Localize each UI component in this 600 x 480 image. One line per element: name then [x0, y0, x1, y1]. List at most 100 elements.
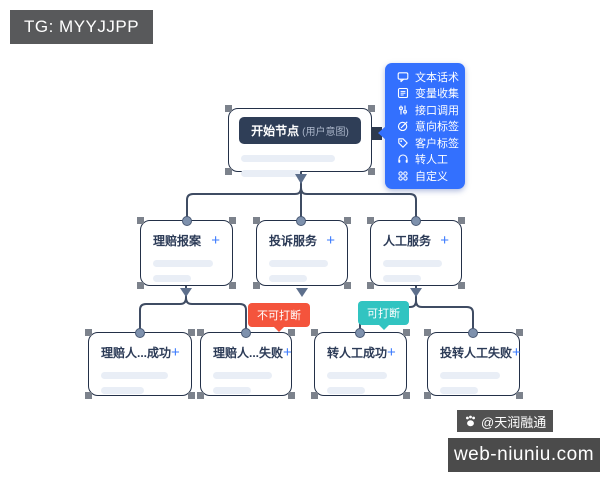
variable-collect-icon [397, 87, 409, 99]
selection-handle[interactable] [516, 392, 523, 399]
menu-item-customer-tag[interactable]: 客户标签 [385, 135, 465, 151]
start-node-header: 开始节点 (用户意图) [239, 117, 361, 144]
menu-item-label: 转人工 [415, 154, 448, 166]
menu-item-label: 文本话术 [415, 71, 459, 84]
selection-handle[interactable] [403, 392, 410, 399]
brand-logo-icon [466, 415, 475, 426]
menu-item-text-script[interactable]: 文本话术 [385, 69, 465, 85]
selection-handle[interactable] [368, 168, 375, 175]
intent-tag-icon [397, 121, 408, 132]
menu-item-intent-tag[interactable]: 意向标签 [385, 118, 465, 134]
skeleton-line [327, 372, 388, 379]
selection-handle[interactable] [188, 392, 195, 399]
port-arrow [296, 288, 308, 297]
add-child-button[interactable]: + [326, 232, 335, 249]
skeleton-line [327, 387, 366, 394]
leaf-node-transfer-fail[interactable]: 投转人工失败 + [424, 329, 523, 399]
node-title: 理赔报案 [153, 234, 202, 248]
menu-item-label: 变量收集 [415, 88, 459, 100]
speech-bubble-icon [397, 71, 409, 82]
menu-item-api-call[interactable]: 接口调用 [385, 102, 465, 118]
selection-handle[interactable] [288, 392, 295, 399]
menu-item-label: 接口调用 [415, 104, 459, 117]
menu-tail-pointer [378, 126, 386, 140]
node-title: 理赔人...成功 [101, 346, 172, 360]
node-title: 理赔人...失败 [213, 346, 284, 360]
add-child-button[interactable]: + [211, 232, 220, 249]
skeleton-line [383, 275, 421, 282]
menu-item-label: 客户标签 [415, 137, 459, 150]
skeleton-line [383, 260, 443, 267]
menu-item-variable-collect[interactable]: 变量收集 [385, 85, 465, 101]
intent-node-human-service[interactable]: 人工服务 + [367, 217, 465, 289]
brand-watermark-text: @天润融通 [481, 414, 547, 430]
selection-handle[interactable] [368, 105, 375, 112]
add-child-button[interactable]: + [171, 344, 180, 361]
selection-handle[interactable] [311, 329, 318, 336]
connector-line [139, 286, 187, 333]
node-type-menu: 文本话术 变量收集 接口调用 意向 [378, 63, 465, 189]
node-title: 转人工成功 [327, 346, 388, 360]
selection-handle[interactable] [225, 105, 232, 112]
skeleton-line [241, 170, 301, 177]
skeleton-line [213, 372, 273, 379]
custom-grid-icon [398, 170, 408, 181]
selection-handle[interactable] [424, 392, 431, 399]
menu-item-label: 意向标签 [415, 121, 459, 133]
add-child-button[interactable]: + [387, 344, 396, 361]
skeleton-line [440, 387, 479, 394]
selection-handle[interactable] [197, 392, 204, 399]
skeleton-line [241, 155, 335, 162]
badge-interruptible[interactable]: 可打断 [358, 301, 409, 330]
menu-anchor-stub [371, 127, 382, 140]
intent-node-complaint-service[interactable]: 投诉服务 + [253, 217, 351, 289]
connector-line [186, 172, 302, 221]
selection-handle[interactable] [253, 282, 260, 289]
menu-item-label: 自定义 [415, 170, 448, 183]
skeleton-line [101, 372, 169, 379]
start-node-title: 开始节点 [251, 124, 300, 138]
node-title: 投转人工失败 [440, 346, 513, 360]
selection-handle[interactable] [288, 329, 295, 336]
start-node-subtitle: (用户意图) [302, 127, 349, 138]
selection-handle[interactable] [311, 392, 318, 399]
selection-handle[interactable] [344, 282, 351, 289]
skeleton-line [269, 275, 307, 282]
selection-handle[interactable] [225, 168, 232, 175]
selection-handle[interactable] [85, 392, 92, 399]
selection-handle[interactable] [516, 329, 523, 336]
node-title: 投诉服务 [269, 234, 318, 248]
brand-watermark: @天润融通 [457, 410, 554, 432]
tg-watermark-label: TG: MYYJJPP [10, 10, 154, 44]
selection-handle[interactable] [367, 282, 374, 289]
skeleton-line [440, 372, 501, 379]
add-child-button[interactable]: + [283, 344, 292, 361]
selection-handle[interactable] [85, 329, 92, 336]
skeleton-line [153, 275, 192, 282]
add-child-button[interactable]: + [440, 232, 449, 249]
intent-node-claim-report[interactable]: 理赔报案 + [137, 217, 236, 289]
skeleton-line [101, 387, 144, 394]
api-sliders-icon [399, 105, 407, 114]
selection-handle[interactable] [458, 282, 465, 289]
selection-handle[interactable] [137, 217, 144, 224]
skeleton-line [213, 387, 251, 394]
skeleton-line [153, 260, 214, 267]
customer-tag-icon [398, 137, 408, 148]
menu-item-transfer-agent[interactable]: 转人工 [385, 151, 465, 167]
port-arrow [180, 288, 192, 297]
node-title: 人工服务 [383, 234, 432, 248]
badge-non-interruptible[interactable]: 不可打断 [248, 303, 310, 332]
add-child-button[interactable]: + [512, 344, 521, 361]
selection-handle[interactable] [458, 217, 465, 224]
leaf-node-claim-success[interactable]: 理赔人...成功 + [85, 329, 195, 399]
selection-handle[interactable] [137, 282, 144, 289]
connector-line [185, 297, 247, 333]
leaf-node-claim-fail[interactable]: 理赔人...失败 + [197, 329, 295, 399]
port-arrow [410, 288, 422, 297]
menu-item-custom[interactable]: 自定义 [385, 168, 465, 184]
selection-handle[interactable] [229, 282, 236, 289]
leaf-node-transfer-success[interactable]: 转人工成功 + [311, 329, 410, 399]
start-node[interactable]: 开始节点 (用户意图) [225, 105, 382, 177]
